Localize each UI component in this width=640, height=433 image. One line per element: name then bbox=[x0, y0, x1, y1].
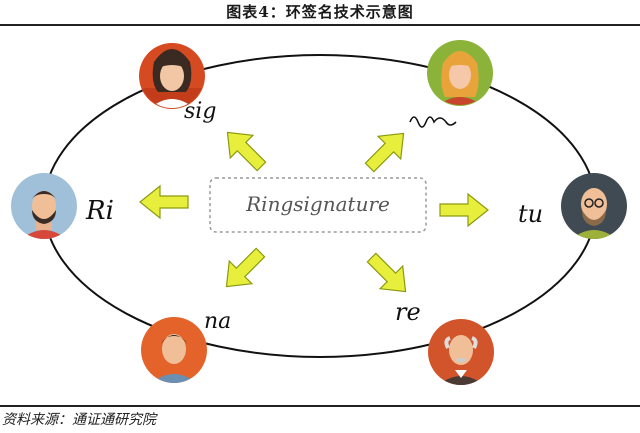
arrow-left bbox=[139, 184, 189, 220]
avatar-left bbox=[11, 173, 77, 239]
arrow-right bbox=[439, 192, 489, 228]
avatar-bottom-left bbox=[141, 317, 207, 383]
avatar-top-left bbox=[139, 43, 205, 109]
top-rule bbox=[0, 24, 640, 26]
source-note: 资料来源：通证通研究院 bbox=[2, 412, 156, 428]
ring-signature-diagram: Ringsignature Ri sig na tu re bbox=[11, 40, 627, 385]
figure-title: 图表4：环签名技术示意图 bbox=[226, 3, 414, 21]
center-signature-box bbox=[209, 177, 427, 233]
fragment-left: Ri bbox=[85, 196, 114, 226]
bottom-rule bbox=[0, 405, 640, 407]
scribble-top-right bbox=[409, 116, 457, 128]
avatar-right bbox=[561, 173, 627, 239]
fragment-bottom-right: re bbox=[395, 298, 421, 326]
arrow-top-right bbox=[364, 132, 405, 173]
avatar-bottom-right bbox=[428, 319, 494, 385]
arrow-top-left bbox=[226, 131, 267, 172]
avatar-top-right bbox=[427, 40, 493, 106]
arrow-bottom-right bbox=[366, 252, 407, 293]
fragment-bottom-left: na bbox=[204, 309, 231, 334]
fragment-right: tu bbox=[518, 200, 543, 228]
center-signature-text: Ringsignature bbox=[245, 192, 390, 216]
arrow-bottom-left bbox=[225, 247, 266, 288]
